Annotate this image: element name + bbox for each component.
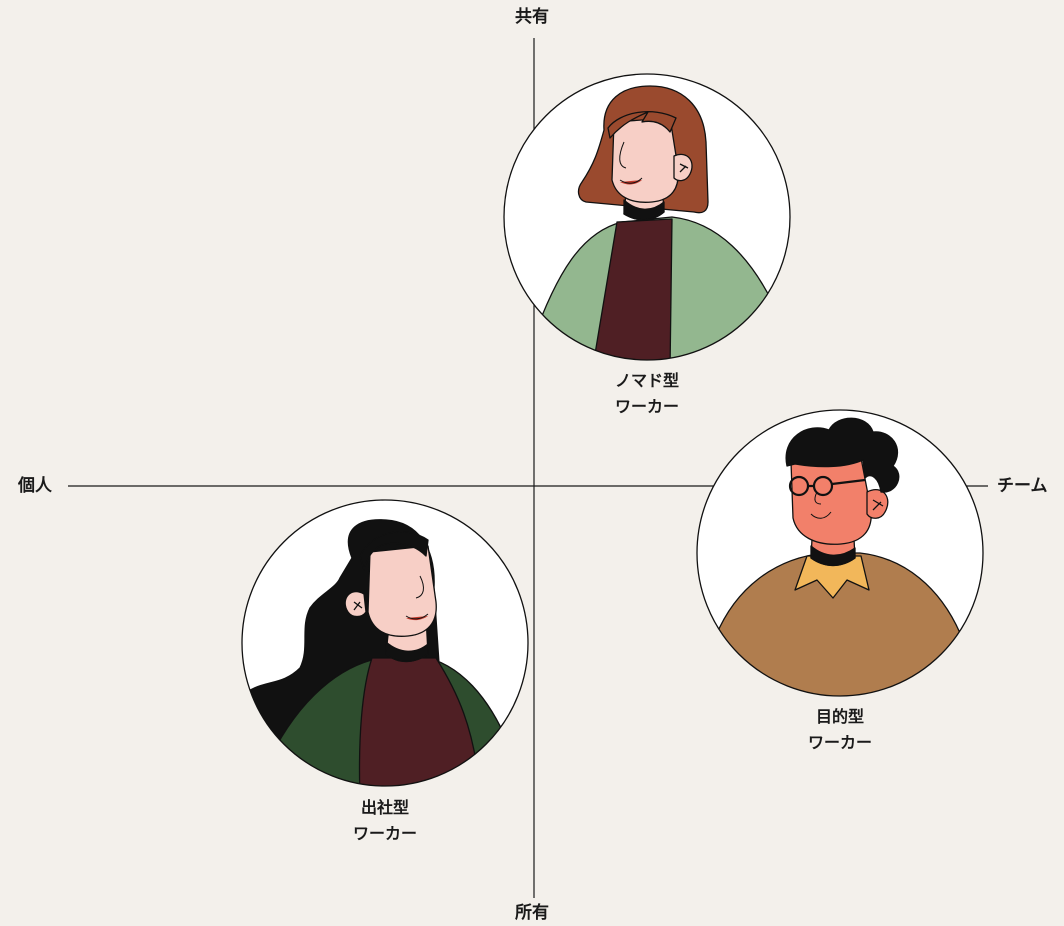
persona-purpose-avatar <box>695 408 985 698</box>
persona-purpose-caption: 目的型 ワーカー <box>785 704 895 756</box>
persona-purpose-title: 目的型 <box>815 707 864 726</box>
persona-nomad-avatar <box>502 72 792 362</box>
persona-office-subtitle: ワーカー <box>352 824 417 843</box>
persona-nomad-caption: ノマド型 ワーカー <box>592 368 702 420</box>
persona-office-title: 出社型 <box>360 798 409 817</box>
axis-label-bottom: 所有 <box>515 903 549 923</box>
axis-label-left: 個人 <box>18 476 52 496</box>
axis-label-right: チーム <box>997 476 1048 496</box>
persona-nomad-subtitle: ワーカー <box>614 397 679 416</box>
persona-purpose-subtitle: ワーカー <box>807 733 872 752</box>
persona-office-avatar <box>240 498 530 788</box>
axis-label-top: 共有 <box>515 7 549 27</box>
persona-office-caption: 出社型 ワーカー <box>330 795 440 847</box>
persona-nomad-title: ノマド型 <box>614 371 679 390</box>
